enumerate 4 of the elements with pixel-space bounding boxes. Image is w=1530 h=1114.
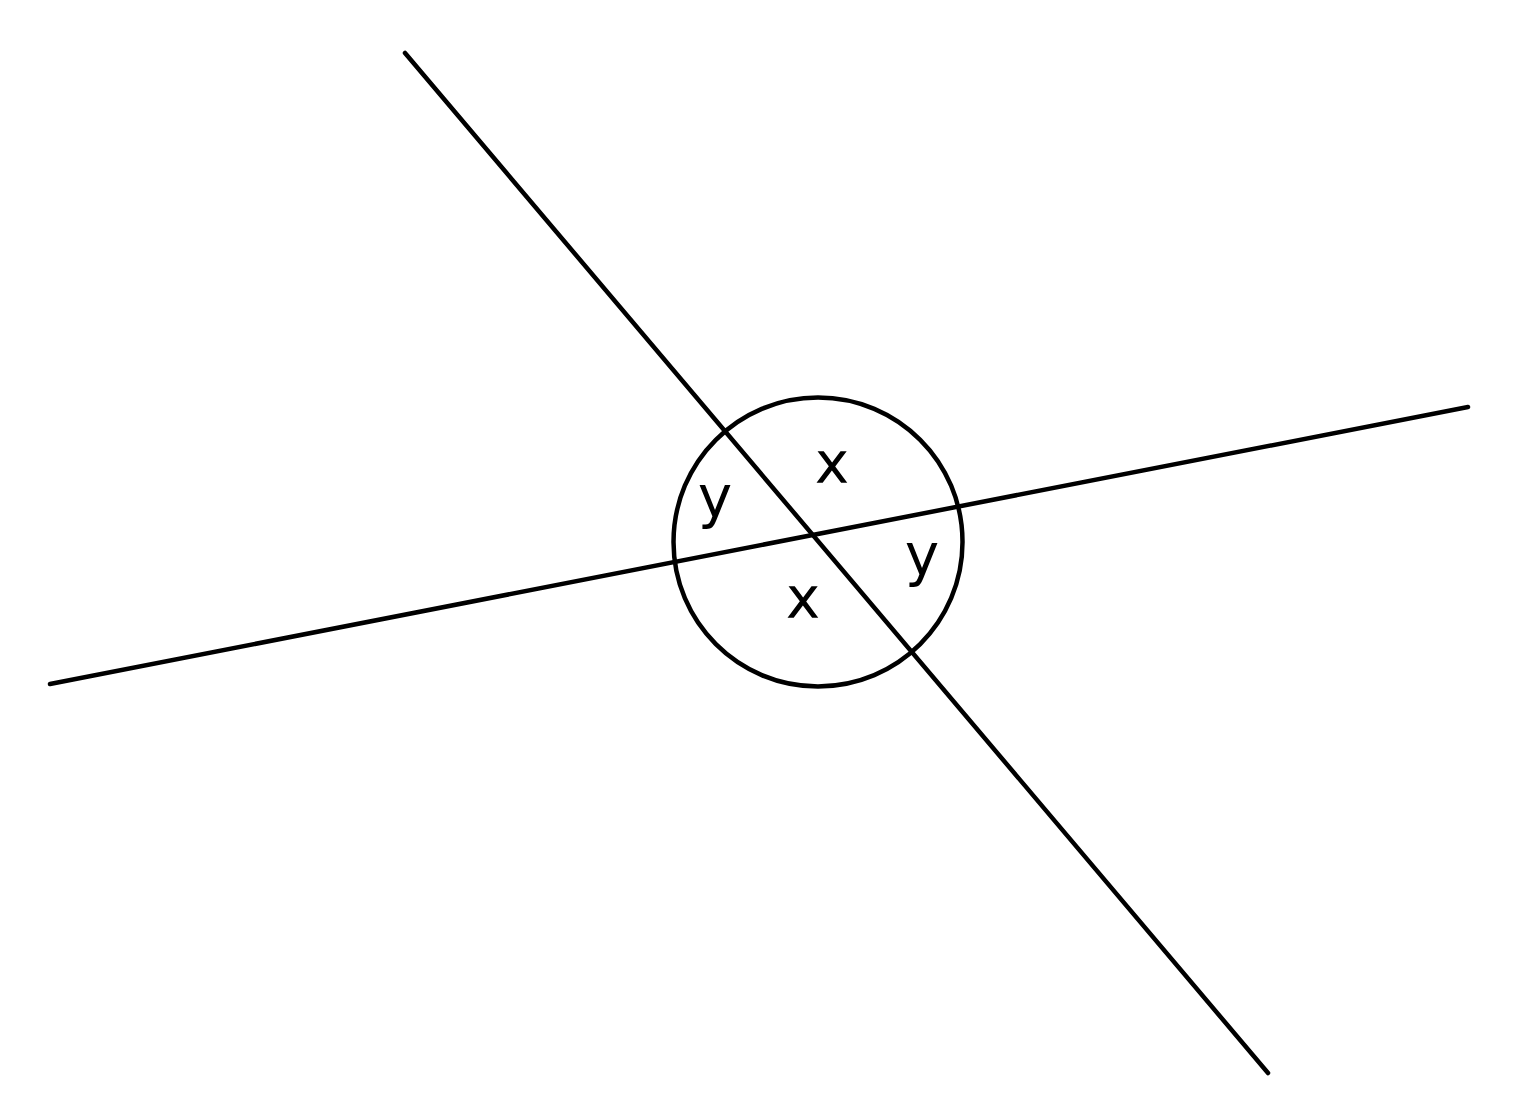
angle-label: y [699,485,731,529]
angle-label: x [816,451,848,483]
angle-label: x [787,586,819,618]
angle-label: y [906,543,938,587]
